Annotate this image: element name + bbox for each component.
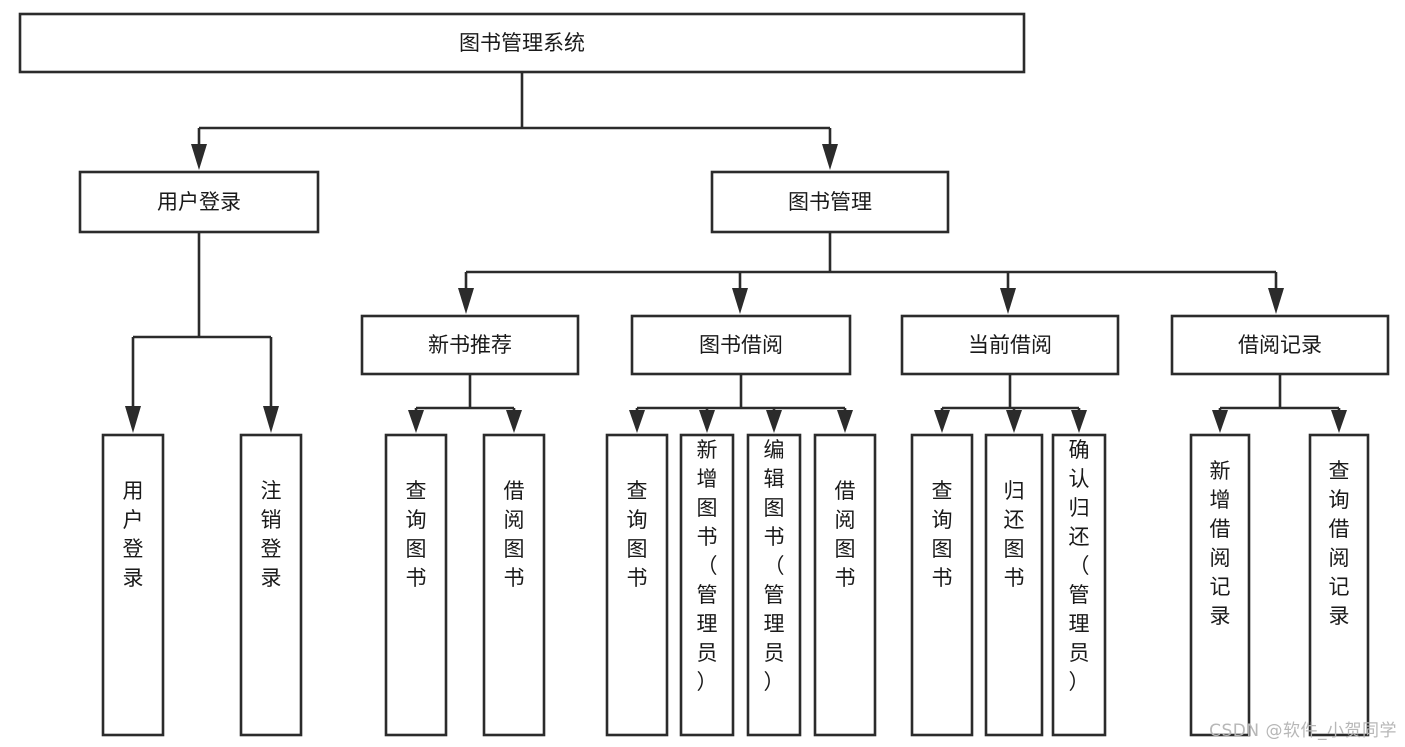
connector-group-user-login: [125, 232, 279, 433]
arrow-head-nbr-leaf-2: [506, 410, 522, 433]
connector-group-root: [191, 72, 838, 170]
leaf-borrow-book-bb-label: 借阅图书: [835, 479, 856, 590]
leaf-query-borrow-record-box[interactable]: [1308, 433, 1370, 737]
leaf-confirm-return-admin[interactable]: 确认归还（管理员）: [1051, 433, 1107, 737]
leaf-logout[interactable]: 注销登录: [239, 433, 303, 737]
arrow-head-to-book-borrow: [732, 288, 748, 314]
arrow-head-cb-leaf-1: [934, 410, 950, 433]
node-new-book-recommend[interactable]: 新书推荐: [360, 314, 580, 376]
node-borrow-record[interactable]: 借阅记录: [1170, 314, 1390, 376]
arrow-head-cb-leaf-2: [1006, 410, 1022, 433]
leaf-user-login-label: 用户登录: [123, 479, 144, 590]
arrow-head-to-current-borrow: [1000, 288, 1016, 314]
arrow-head-bb-leaf-2: [699, 410, 715, 433]
leaf-logout-box[interactable]: [239, 433, 303, 737]
arrow-head-to-new-book-rec: [458, 288, 474, 314]
leaf-borrow-book-bb[interactable]: 借阅图书: [813, 433, 877, 737]
leaf-query-borrow-record-label: 查询借阅记录: [1329, 459, 1350, 628]
leaf-borrow-book-nbr-box[interactable]: [482, 433, 546, 737]
node-current-borrow-box[interactable]: [900, 314, 1120, 376]
leaf-user-login-box[interactable]: [101, 433, 165, 737]
node-borrow-record-box[interactable]: [1170, 314, 1390, 376]
connector-group-borrow-record: [1212, 374, 1347, 433]
leaf-query-book-nbr-label: 查询图书: [406, 479, 427, 590]
arrow-head-bb-leaf-1: [629, 410, 645, 433]
leaf-return-book[interactable]: 归还图书: [984, 433, 1044, 737]
leaf-add-borrow-record[interactable]: 新增借阅记录: [1189, 433, 1251, 737]
arrow-head-user-login-leaf-1: [125, 406, 141, 433]
leaf-edit-book-admin-label: 编辑图书（管理员）: [764, 438, 785, 694]
leaf-query-book-nbr[interactable]: 查询图书: [384, 433, 448, 737]
leaf-logout-label: 注销登录: [261, 479, 282, 590]
node-user-login-label: 用户登录: [157, 190, 241, 214]
connector-group-new-book-rec: [408, 374, 522, 433]
node-new-book-recommend-box[interactable]: [360, 314, 580, 376]
leaf-query-borrow-record[interactable]: 查询借阅记录: [1308, 433, 1370, 737]
leaf-confirm-return-admin-label: 确认归还（管理员）: [1069, 438, 1090, 694]
arrow-head-br-leaf-1: [1212, 410, 1228, 433]
connector-group-current-borrow: [934, 374, 1087, 433]
node-book-management-box[interactable]: [710, 170, 950, 234]
node-user-login[interactable]: 用户登录: [78, 170, 320, 234]
arrow-head-to-book-mgmt: [822, 144, 838, 170]
node-book-borrow[interactable]: 图书借阅: [630, 314, 852, 376]
node-root-box[interactable]: [18, 12, 1026, 74]
arrow-head-user-login-leaf-2: [263, 406, 279, 433]
connector-group-book-mgmt: [458, 232, 1284, 314]
arrow-head-to-user-login: [191, 144, 207, 170]
arrow-head-cb-leaf-3: [1071, 410, 1087, 433]
node-book-management[interactable]: 图书管理: [710, 170, 950, 234]
node-borrow-record-label: 借阅记录: [1238, 333, 1322, 357]
node-root[interactable]: 图书管理系统: [18, 12, 1026, 74]
arrow-head-br-leaf-2: [1331, 410, 1347, 433]
node-book-management-label: 图书管理: [788, 190, 872, 214]
node-new-book-recommend-label: 新书推荐: [428, 333, 512, 357]
leaf-add-borrow-record-label: 新增借阅记录: [1210, 459, 1231, 628]
arrow-head-bb-leaf-4: [837, 410, 853, 433]
leaf-add-book-admin[interactable]: 新增图书（管理员）: [679, 433, 735, 737]
arrow-head-to-borrow-record: [1268, 288, 1284, 314]
arrow-head-bb-leaf-3: [766, 410, 782, 433]
leaf-query-book-bb-label: 查询图书: [627, 479, 648, 590]
node-root-label: 图书管理系统: [459, 31, 585, 55]
leaf-query-book-bb[interactable]: 查询图书: [605, 433, 669, 737]
node-book-borrow-box[interactable]: [630, 314, 852, 376]
node-current-borrow[interactable]: 当前借阅: [900, 314, 1120, 376]
node-current-borrow-label: 当前借阅: [968, 333, 1052, 357]
leaf-query-book-bb-box[interactable]: [605, 433, 669, 737]
node-book-borrow-label: 图书借阅: [699, 333, 783, 357]
leaf-edit-book-admin-box[interactable]: [746, 433, 802, 737]
leaf-borrow-book-nbr[interactable]: 借阅图书: [482, 433, 546, 737]
node-user-login-box[interactable]: [78, 170, 320, 234]
leaf-confirm-return-admin-box[interactable]: [1051, 433, 1107, 737]
leaf-query-book-cb-box[interactable]: [910, 433, 974, 737]
leaf-return-book-box[interactable]: [984, 433, 1044, 737]
leaf-add-borrow-record-box[interactable]: [1189, 433, 1251, 737]
leaf-borrow-book-bb-box[interactable]: [813, 433, 877, 737]
arrow-head-nbr-leaf-1: [408, 410, 424, 433]
leaf-edit-book-admin[interactable]: 编辑图书（管理员）: [746, 433, 802, 737]
leaf-query-book-nbr-box[interactable]: [384, 433, 448, 737]
connector-group-book-borrow: [629, 374, 853, 433]
leaf-query-book-cb-label: 查询图书: [932, 479, 953, 590]
leaf-return-book-label: 归还图书: [1004, 479, 1025, 590]
leaf-add-book-admin-box[interactable]: [679, 433, 735, 737]
leaf-query-book-cb[interactable]: 查询图书: [910, 433, 974, 737]
leaf-borrow-book-nbr-label: 借阅图书: [504, 479, 525, 590]
leaf-user-login[interactable]: 用户登录: [101, 433, 165, 737]
leaf-add-book-admin-label: 新增图书（管理员）: [697, 438, 718, 694]
